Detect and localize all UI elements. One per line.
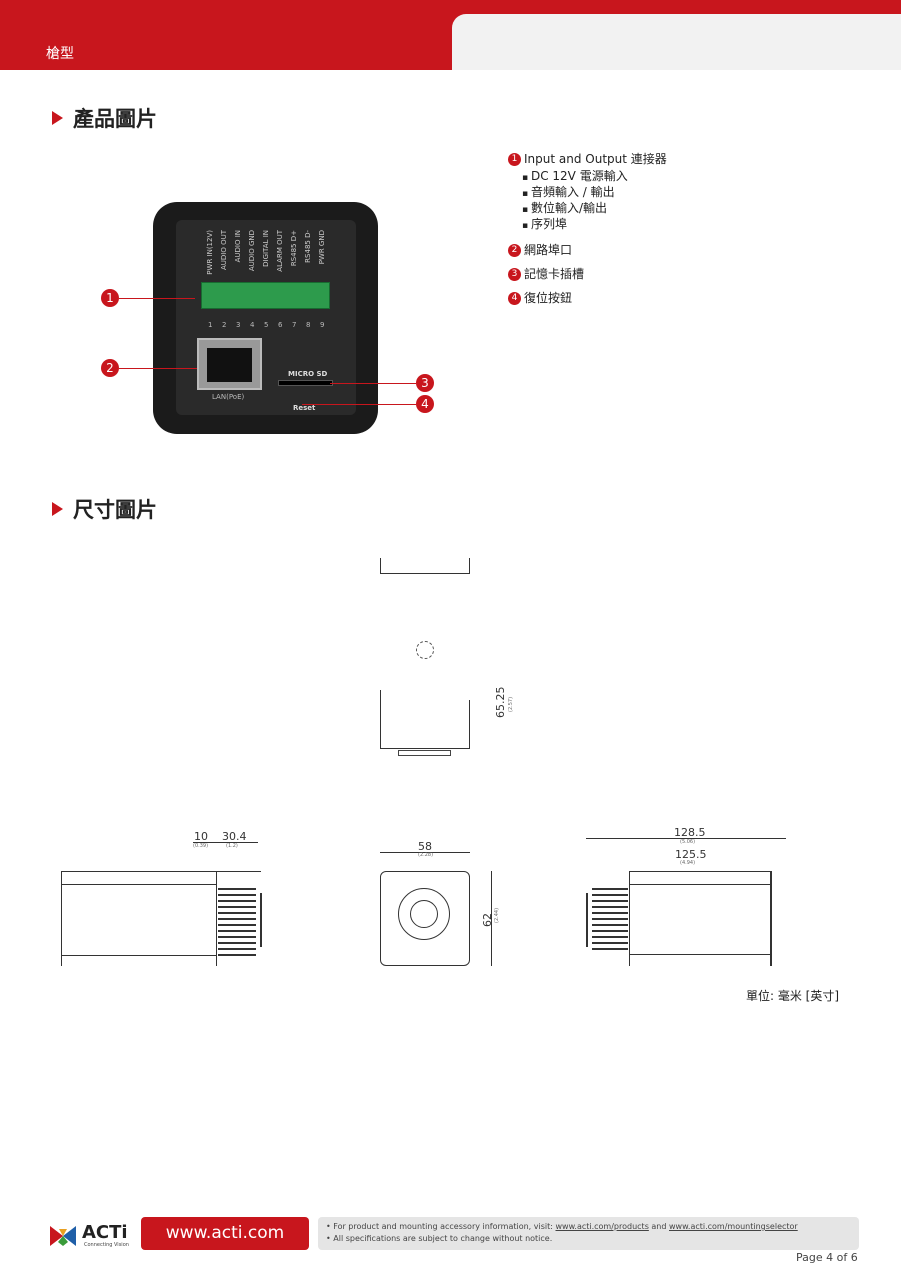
dim-side-a: 10: [194, 830, 208, 843]
callout-2: 2: [101, 359, 119, 377]
dim-front-height-in: (2.44): [494, 907, 500, 923]
callout-3: 3: [416, 374, 434, 392]
number-badge: 1: [508, 153, 521, 166]
pin-number: 3: [236, 321, 241, 329]
header-tab: [452, 14, 901, 70]
ethernet-port: [197, 338, 262, 390]
callout-4: 4: [416, 395, 434, 413]
callout-1: 1: [101, 289, 119, 307]
header-title: 槍型: [46, 46, 74, 62]
pin-number: 6: [278, 321, 283, 329]
terminal-block: [201, 282, 330, 309]
dim-height-top: 65.25: [494, 686, 507, 719]
legend-sub: 音頻輸入 / 輸出: [522, 185, 667, 201]
dim-side-b: 30.4: [222, 830, 247, 843]
dim-length-body-in: (4.94): [680, 860, 696, 866]
dim-front-height: 62: [481, 913, 494, 927]
lan-label: LAN(PoE): [212, 393, 245, 401]
terminal-label: AUDIO IN: [234, 230, 242, 263]
acti-logo-icon: [50, 1226, 76, 1246]
callout-line: [119, 298, 195, 299]
triangle-icon: [52, 111, 63, 125]
brand-name: ACTi: [82, 1222, 128, 1243]
brand-tagline: Connecting Vision: [84, 1242, 129, 1248]
dim-side-b-in: (1.2): [226, 843, 238, 849]
microsd-slot: [278, 380, 333, 386]
microsd-label: MICRO SD: [288, 370, 328, 378]
pin-number: 4: [250, 321, 255, 329]
page-number: Page 4 of 6: [796, 1251, 858, 1264]
section-dimensions: 尺寸圖片: [52, 494, 157, 524]
legend-label: 復位按鈕: [524, 291, 573, 305]
website-link[interactable]: www.acti.com: [141, 1217, 309, 1250]
legend-label: 記憶卡插槽: [524, 267, 585, 281]
dim-height-top-in: (2.57): [508, 696, 514, 712]
products-link[interactable]: www.acti.com/products: [555, 1222, 649, 1231]
legend-sub: 序列埠: [522, 217, 667, 233]
dim-front-width-in: (2.28): [418, 852, 434, 858]
pin-number: 5: [264, 321, 269, 329]
dim-length-total: 128.5: [674, 826, 706, 839]
legend-sub: 數位輸入/輸出: [522, 201, 667, 217]
legend-label: Input and Output 連接器: [524, 152, 667, 166]
legend-sub: DC 12V 電源輸入: [522, 169, 667, 185]
terminal-label: DIGITAL IN: [262, 230, 270, 267]
pin-number: 2: [222, 321, 227, 329]
mountingselector-link[interactable]: www.acti.com/mountingselector: [669, 1222, 798, 1231]
number-badge: 3: [508, 268, 521, 281]
pin-number: 7: [292, 321, 297, 329]
section-title: 產品圖片: [73, 107, 157, 131]
footer-notes: • For product and mounting accessory inf…: [318, 1217, 859, 1250]
pin-number: 1: [208, 321, 213, 329]
triangle-icon: [52, 502, 63, 516]
pin-number: 9: [320, 321, 325, 329]
units-note: 單位: 毫米 [英寸]: [746, 989, 840, 1003]
note-text: • All specifications are subject to chan…: [326, 1234, 553, 1243]
terminal-label: PWR GND: [318, 230, 326, 265]
callout-line: [302, 404, 416, 405]
dim-front-width: 58: [418, 840, 432, 853]
section-title: 尺寸圖片: [73, 498, 157, 522]
dim-side-a-in: (0.39): [193, 843, 209, 849]
section-product: 產品圖片: [52, 103, 157, 133]
note-text: • For product and mounting accessory inf…: [326, 1222, 556, 1231]
terminal-label: AUDIO OUT: [220, 230, 228, 271]
terminal-label: ALARM OUT: [276, 230, 284, 272]
legend-label: 網路埠口: [524, 243, 573, 257]
terminal-label: RS485 D+: [290, 230, 298, 267]
note-text: and: [648, 1222, 669, 1231]
dim-length-total-in: (5.06): [680, 839, 696, 845]
terminal-label: RS485 D-: [304, 230, 312, 263]
number-badge: 4: [508, 292, 521, 305]
terminal-label: PWR IN(12V): [206, 230, 214, 275]
callout-line: [119, 368, 197, 369]
number-badge: 2: [508, 244, 521, 257]
pin-number: 8: [306, 321, 311, 329]
callout-line: [330, 383, 416, 384]
dim-length-body: 125.5: [675, 848, 707, 861]
terminal-label: AUDIO GND: [248, 230, 256, 272]
reset-label: Reset: [293, 404, 316, 412]
